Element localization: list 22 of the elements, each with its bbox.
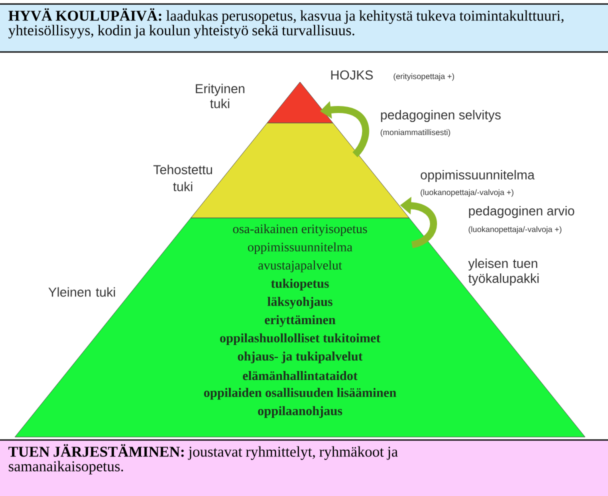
step-label: yleisen tuen työkalupakki	[468, 258, 539, 286]
list-item: oppilashuollolliset tukitoimet	[220, 333, 380, 346]
list-item: tukiopetus	[271, 278, 329, 290]
list-item: elämänhallintataidot	[242, 371, 358, 380]
step-label: oppimissuunnitelma	[420, 170, 535, 182]
list-item: oppilaanohjaus	[258, 406, 342, 418]
banner: HYVÄ KOULUPÄIVÄ: laadukas perusopetus, kasvua ja kehitystä tukeva toimintakulttuuri, yhteisöllisyys, kodin ja koulun yhteistyö sekä turvallisuus.	[0, 3, 608, 53]
step-label: pedagoginen selvitys	[381, 110, 501, 122]
tier-label: Tehostettu tuki	[153, 164, 212, 192]
step-label: pedagoginen arvio	[469, 206, 574, 218]
list-item: eriyttäminen	[264, 315, 336, 327]
list-item: läksyohjaus	[268, 296, 332, 309]
banner: TUEN JÄRJESTÄMINEN: joustavat ryhmittelyt, ryhmäkoot ja samanaikaisopetus.	[0, 439, 608, 496]
list-item: oppilaiden osallisuuden lisääminen	[204, 388, 396, 400]
list-item: ohjaus- ja tukipalvelut	[238, 352, 363, 364]
list-item: oppimissuunnitelma	[248, 242, 352, 254]
list-item: avustajapalvelut	[258, 260, 342, 272]
tier-label: Yleinen tuki	[48, 287, 115, 297]
step-label: Erityinen tuki	[196, 84, 244, 108]
list-item: osa-aikainen erityisopetus	[233, 224, 367, 236]
pyramid-top	[266, 82, 334, 124]
step-label: HOJKS	[331, 70, 373, 80]
